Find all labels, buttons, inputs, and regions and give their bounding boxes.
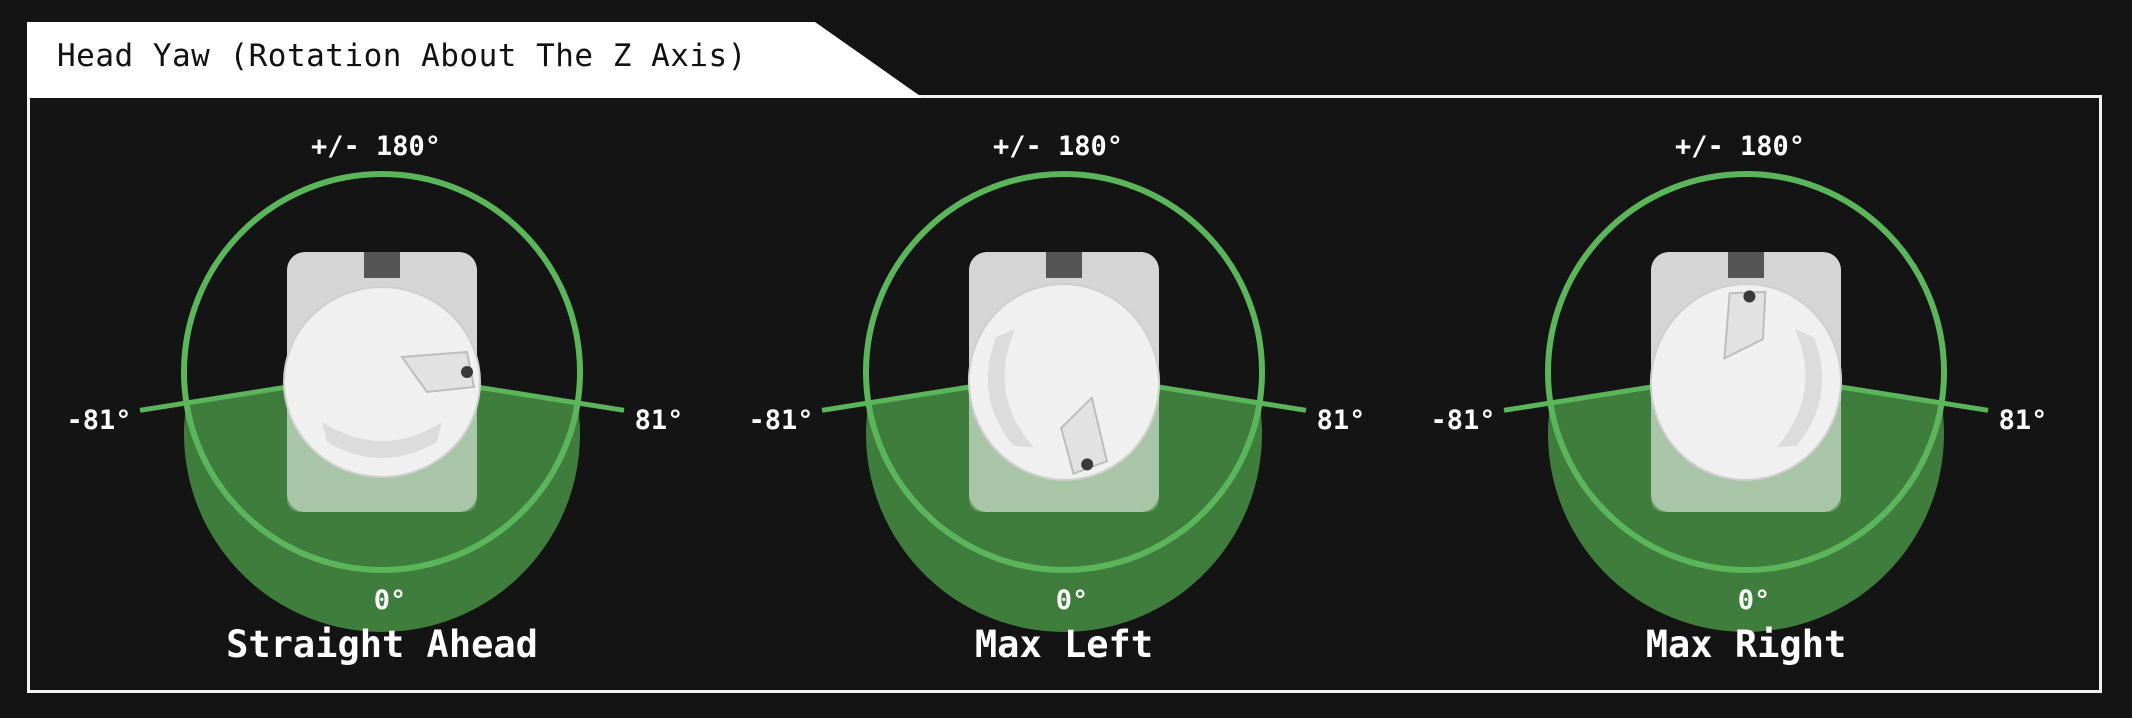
right-limit-label: 81° [634,405,684,436]
ear-module [400,350,476,394]
robot-head [283,286,481,478]
right-limit-label: 81° [1316,405,1366,436]
neck-joint [1046,252,1082,278]
panel-straight-ahead: +/- 180° -81° 81° 0° Straight Ahead [34,95,734,695]
neck-joint [364,252,400,278]
bottom-angle-label: 0° [373,585,407,616]
sensor-dot [1743,290,1756,303]
ear-module [1060,395,1109,475]
panel-max-right: +/- 180° -81° 81° 0° Max Right [1398,95,2098,695]
top-angle-label: +/- 180° [992,131,1124,162]
left-limit-label: -81° [66,405,132,436]
sensor-dot [461,366,473,378]
robot-head [1649,283,1843,481]
diagram-frame [27,95,2102,693]
yaw-range-graphic [821,171,1307,632]
diagram-title: Head Yaw (Rotation About The Z Axis) [57,38,747,74]
yaw-range-graphic [139,171,625,632]
yaw-range-circle [181,171,583,573]
yaw-range-circle [1545,171,1947,573]
bottom-angle-label: 0° [1055,585,1089,616]
title-tab [27,22,923,98]
ear-module [1723,290,1767,361]
yaw-range-graphic [1503,171,1989,632]
sensor-dot [1081,458,1094,471]
bottom-angle-label: 0° [1737,585,1771,616]
top-angle-label: +/- 180° [310,131,442,162]
yaw-range-circle [863,171,1265,573]
robot-head [967,283,1161,481]
panel-caption: Max Left [974,623,1154,666]
left-limit-label: -81° [1430,405,1496,436]
left-limit-label: -81° [748,405,814,436]
right-limit-label: 81° [1998,405,2048,436]
face-visor [322,422,442,458]
top-angle-label: +/- 180° [1674,131,1806,162]
face-visor [1776,328,1823,448]
neck-joint [1728,252,1764,278]
panel-caption: Max Right [1645,623,1847,666]
panel-caption: Straight Ahead [226,623,538,666]
face-visor [987,328,1034,448]
panel-max-left: +/- 180° -81° 81° 0° Max Left [716,95,1416,695]
